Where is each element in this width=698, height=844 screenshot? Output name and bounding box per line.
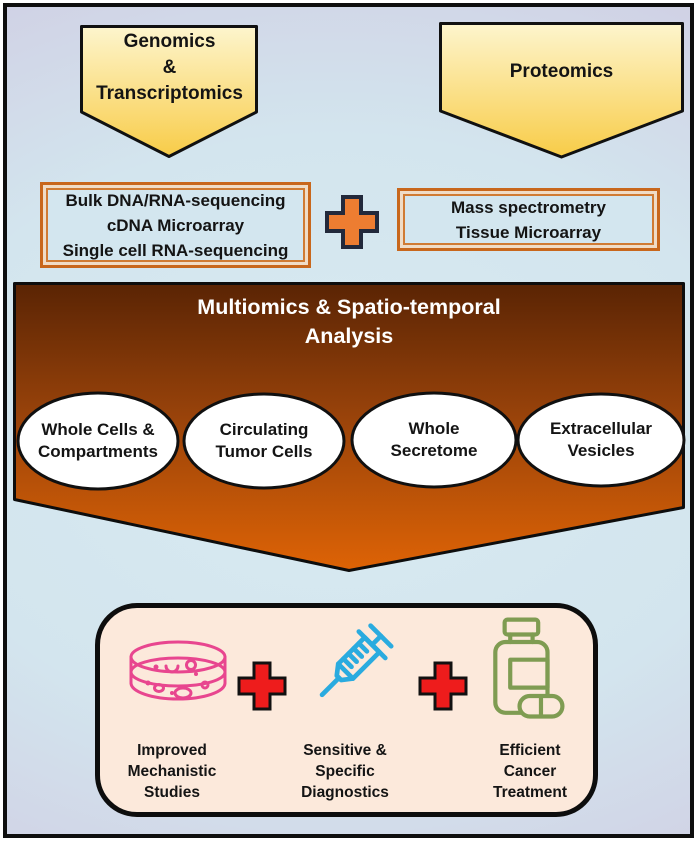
ellipse-circulating-tumor-cells [182,392,346,490]
genomics-methods-text: Bulk DNA/RNA-sequencing cDNA Microarray … [62,190,289,260]
analysis-title: Multiomics & Spatio-temporal Analysis [197,295,501,348]
ellipse-whole-cells [16,391,180,491]
source-label-extracellular-vesicles: Extracellular Vesicles [549,419,653,460]
outcome-label-diagnostics: Sensitive & Specific Diagnostics [301,742,389,801]
plus-outcome-icon-1 [237,661,287,711]
proteomics-methods-text: Mass spectrometry Tissue Microarray [451,197,606,242]
plus-combine-icon [325,195,379,249]
source-label-whole-cells: Whole Cells & Compartments [38,420,158,461]
outcomes-panel [95,603,598,817]
proteomics-methods-box: Mass spectrometry Tissue Microarray [397,188,660,251]
ellipse-extracellular-vesicles [516,392,686,488]
outcome-label-mechanistic-studies: Improved Mechanistic Studies [127,742,217,801]
petri-dish-icon [129,640,227,701]
ellipse-whole-secretome [350,391,518,489]
source-label-circulating-tumor-cells: Circulating Tumor Cells [215,420,313,461]
proteomics-banner-label: Proteomics [509,61,614,82]
proteomics-banner-shape [439,22,684,159]
genomics-banner-label: Genomics & Transcriptomics [96,31,243,104]
genomics-methods-box: Bulk DNA/RNA-sequencing cDNA Microarray … [40,182,311,268]
outcome-label-cancer-treatment: Efficient Cancer Treatment [492,742,568,801]
source-label-whole-secretome: Whole Secretome [390,419,478,460]
genomics-banner-shape [80,25,258,158]
plus-outcome-icon-2 [418,661,468,711]
analysis-arrow-shape [13,282,685,572]
syringe-icon [319,623,394,698]
pill-bottle-icon [493,617,565,719]
